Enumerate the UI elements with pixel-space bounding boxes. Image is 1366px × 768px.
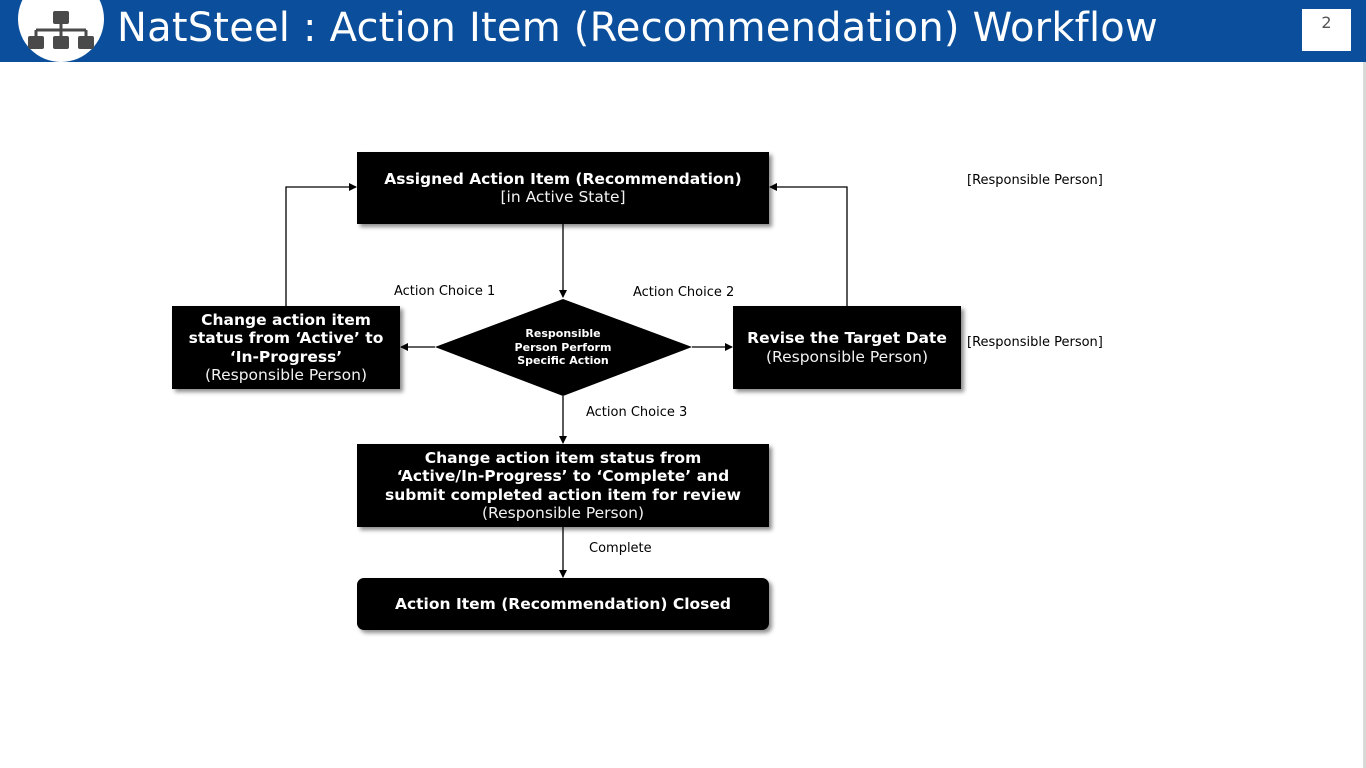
node-change-in-progress: Change action item status from ‘Active’ … <box>172 306 400 389</box>
node-revise-title: Revise the Target Date <box>747 329 947 347</box>
annotation-responsible-mid: [Responsible Person] <box>967 335 1103 350</box>
edge-label-choice-1: Action Choice 1 <box>394 284 496 299</box>
header-bar: NatSteel : Action Item (Recommendation) … <box>0 0 1366 62</box>
workflow-hierarchy-icon <box>28 11 94 49</box>
node-assigned-sub: [in Active State] <box>500 188 626 206</box>
decision-diamond <box>435 299 692 396</box>
annotation-responsible-top: [Responsible Person] <box>967 173 1103 188</box>
page-number: 2 <box>1302 9 1351 51</box>
edge-label-complete: Complete <box>589 541 652 556</box>
node-complete-sub: (Responsible Person) <box>481 504 644 522</box>
slide-edge <box>1363 62 1366 768</box>
node-assigned-action-item: Assigned Action Item (Recommendation) [i… <box>357 152 769 224</box>
node-revise-sub: (Responsible Person) <box>765 347 928 366</box>
node-closed-title: Action Item (Recommendation) Closed <box>394 594 732 613</box>
node-change-title: Change action item status from ‘Active’ … <box>188 310 384 366</box>
node-decision-text: Responsible Person Perform Specific Acti… <box>514 327 612 367</box>
page-title: NatSteel : Action Item (Recommendation) … <box>117 5 1158 51</box>
edge-change-back-to-assigned <box>285 183 357 306</box>
node-complete-submit: Change action item status from ‘Active/I… <box>357 444 769 527</box>
edge-label-choice-3: Action Choice 3 <box>586 405 688 420</box>
node-assigned-title: Assigned Action Item (Recommendation) <box>384 169 742 188</box>
node-complete-title: Change action item status from ‘Active/I… <box>384 448 741 504</box>
node-closed: Action Item (Recommendation) Closed <box>357 578 769 630</box>
logo <box>18 0 104 62</box>
edge-label-choice-2: Action Choice 2 <box>633 285 735 300</box>
node-change-sub: (Responsible Person) <box>204 366 367 384</box>
edge-revise-back-to-assigned <box>769 183 848 306</box>
node-revise-target-date: Revise the Target Date (Responsible Pers… <box>733 306 961 389</box>
